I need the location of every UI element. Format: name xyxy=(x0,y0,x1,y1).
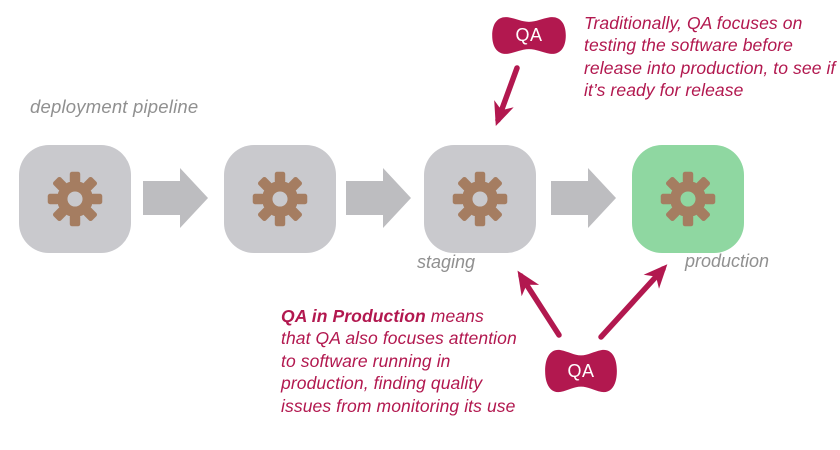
qa-badge-top: QA xyxy=(489,12,569,59)
qa-in-production-lead: QA in Production xyxy=(281,306,426,326)
gear-icon xyxy=(452,171,508,227)
qa-arrow-up-left-icon xyxy=(517,270,562,338)
gear-icon xyxy=(47,171,103,227)
qa-blob-icon xyxy=(545,349,617,393)
gear-icon xyxy=(252,171,308,227)
stage-label-production: production xyxy=(685,251,770,271)
pipeline-stage-production xyxy=(632,145,744,253)
flow-arrow-icon xyxy=(551,168,616,228)
pipeline-title: deployment pipeline xyxy=(30,96,199,117)
qa-in-production-body: means that QA also focuses attention to … xyxy=(281,306,517,416)
qa-arrow-down-icon xyxy=(494,65,520,127)
pipeline-stage-1 xyxy=(19,145,131,253)
flow-arrow-icon xyxy=(346,168,411,228)
qa-arrow-up-right-icon xyxy=(598,264,668,340)
qa-badge-bottom: QA xyxy=(542,344,620,398)
qa-badge-top-label: QA xyxy=(515,25,543,45)
gear-icon xyxy=(660,171,716,227)
pipeline-stage-staging xyxy=(424,145,536,253)
stage-label-staging: staging xyxy=(417,252,476,272)
qa-in-production-note: QA in Production means that QA also focu… xyxy=(281,305,517,417)
qa-badge-bottom-label: QA xyxy=(567,360,595,381)
traditional-qa-note: Traditionally, QA focuses on testing the… xyxy=(584,13,836,101)
qa-blob-icon xyxy=(492,17,566,54)
flow-arrow-icon xyxy=(143,168,208,228)
pipeline-stage-2 xyxy=(224,145,336,253)
